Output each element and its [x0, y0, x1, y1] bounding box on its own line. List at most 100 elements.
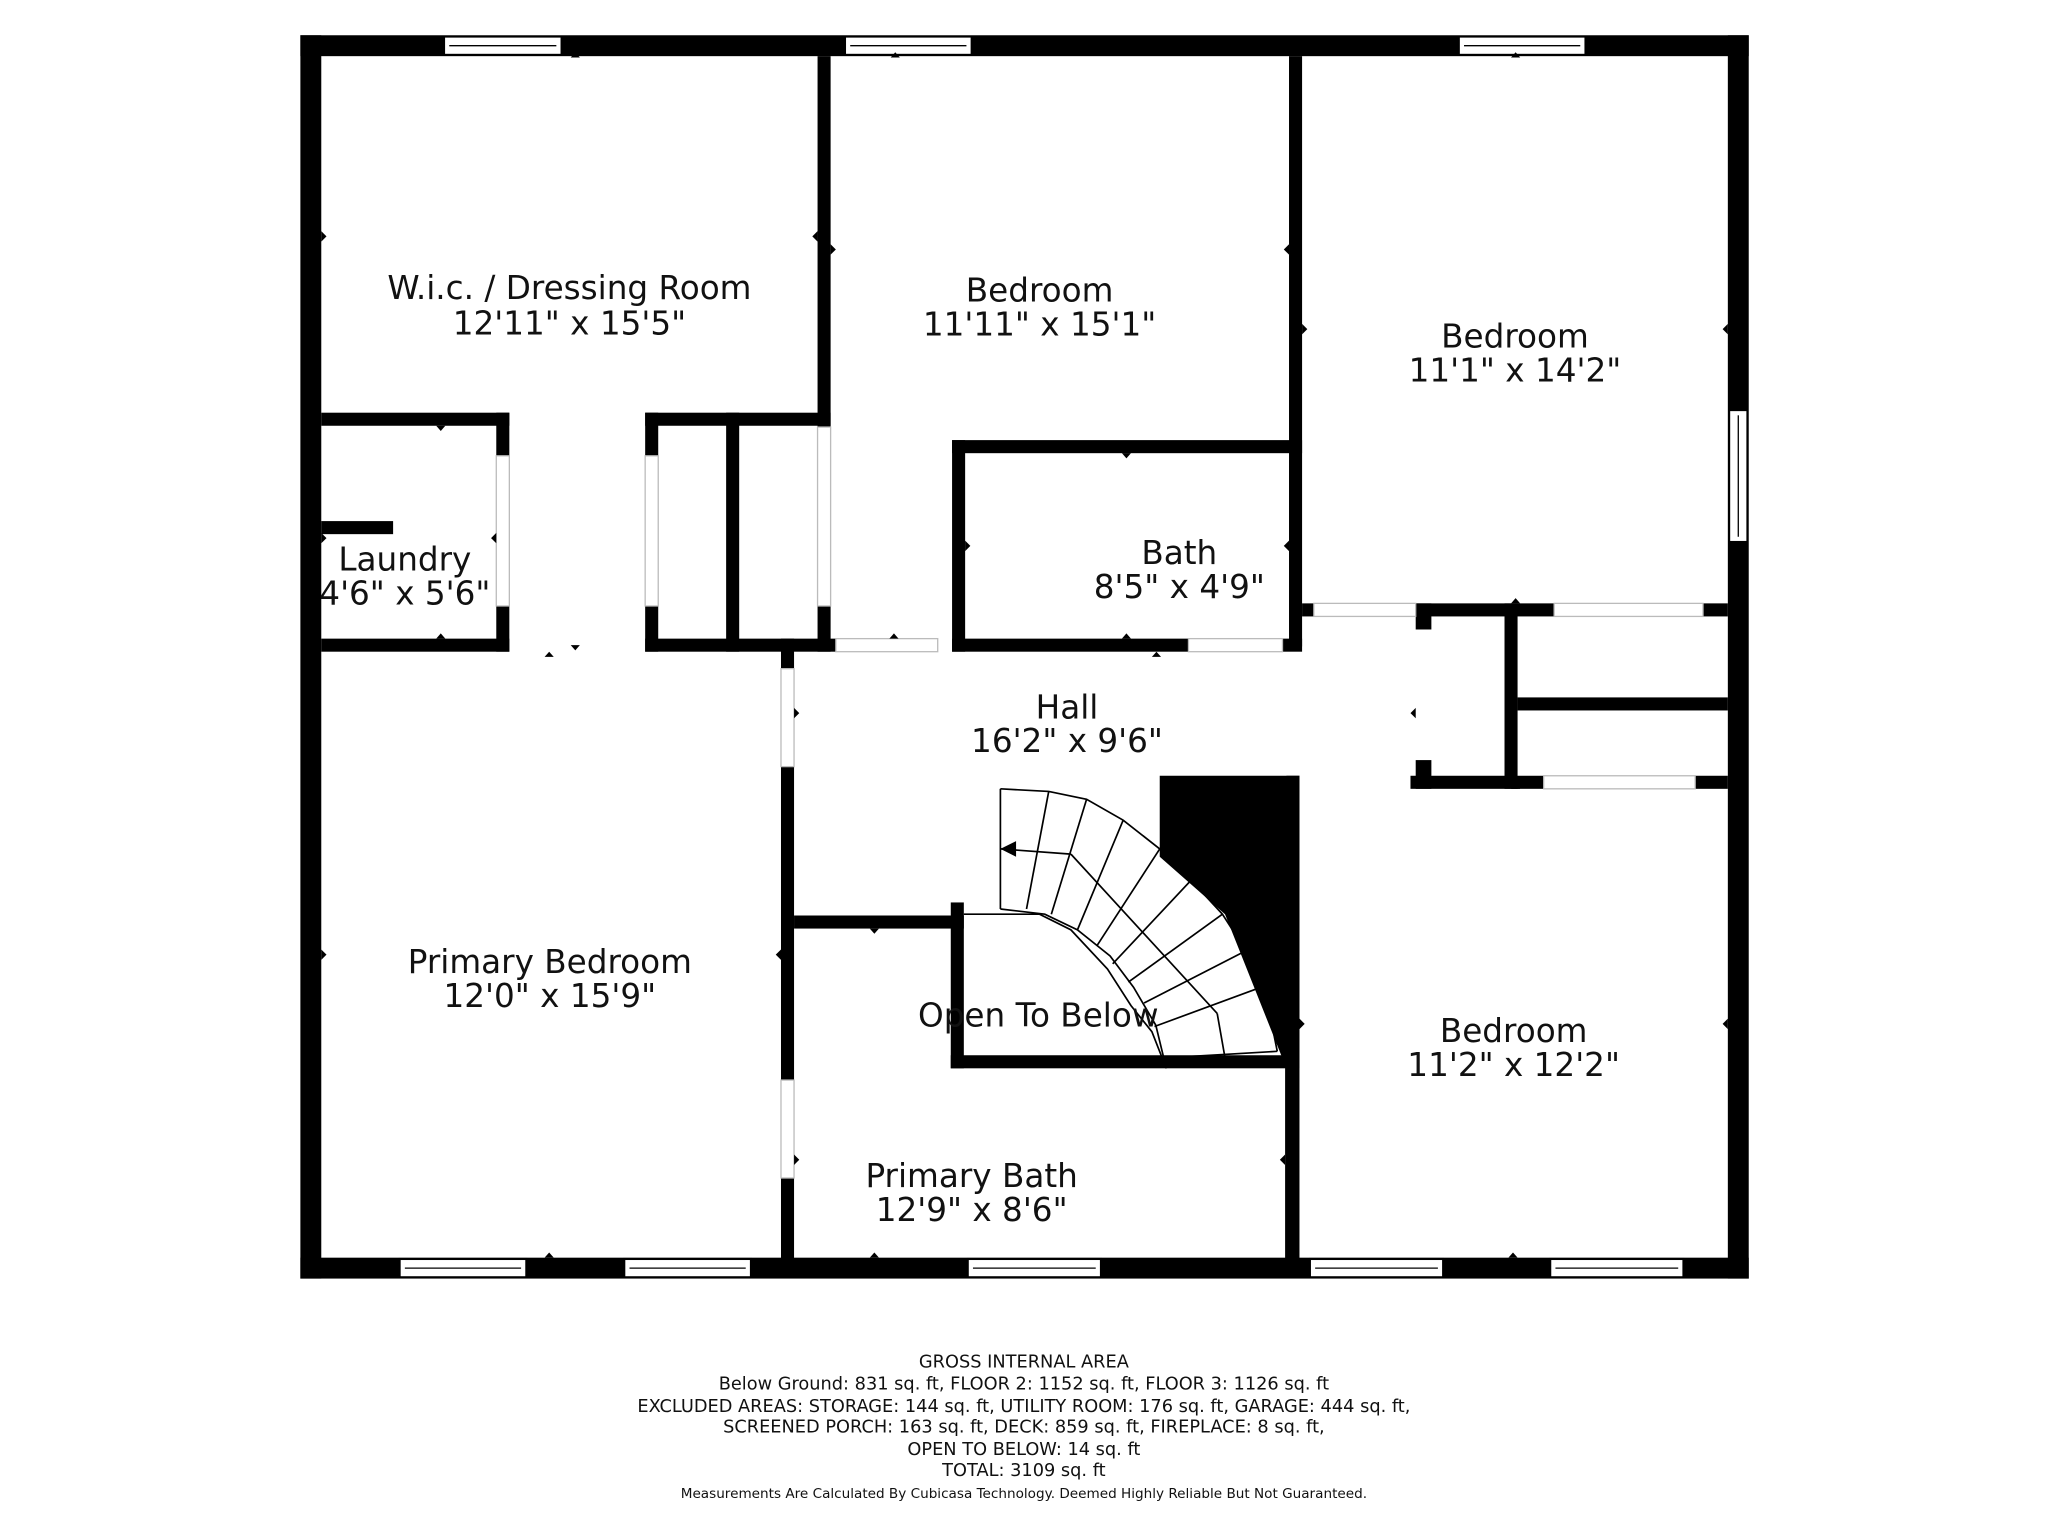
marker: [1722, 323, 1728, 335]
marker: [436, 633, 446, 639]
room-bath-name: Bath: [1141, 534, 1217, 572]
window-bedroom-se-1: [1308, 1257, 1445, 1279]
stair-tread-3: [1076, 819, 1124, 931]
marker: [1722, 1018, 1728, 1030]
wall-bedroom-divider: [1289, 56, 1303, 647]
marker: [544, 1252, 554, 1258]
wall-closet-middle: [726, 412, 740, 652]
room-primary-bath-name: Primary Bath: [865, 1157, 1077, 1195]
room-labels: W.i.c. / Dressing Room 12'11" x 15'5" Be…: [319, 269, 1621, 1229]
footer-line: OPEN TO BELOW: 14 sq. ft: [907, 1440, 1140, 1460]
wall-open-west: [950, 902, 964, 1069]
marker: [1121, 633, 1131, 639]
wall-laundry-bottom: [321, 638, 510, 652]
marker: [1283, 244, 1290, 255]
window-bedroom-ne-north: [1457, 35, 1587, 56]
wall-closet-left-top: [645, 412, 659, 456]
window-primary-bedroom-2: [623, 1257, 752, 1279]
wall-closet-east-shelf: [1517, 697, 1728, 711]
opening-primary-bath-west: [780, 1079, 795, 1179]
marker: [1302, 323, 1308, 335]
marker: [1511, 52, 1521, 58]
marker: [965, 540, 971, 552]
room-wic-dims: 12'11" x 15'5": [453, 304, 686, 342]
footer-line: TOTAL: 3109 sq. ft: [941, 1461, 1105, 1481]
room-laundry-name: Laundry: [338, 541, 471, 579]
window-primary-bath: [966, 1257, 1103, 1279]
wall-closet-east-west-top: [1415, 603, 1432, 630]
marker: [794, 707, 800, 719]
opening-closet-east-top: [1553, 602, 1704, 618]
stair-tread-2: [1050, 799, 1088, 915]
window-bedroom-ne-east: [1728, 409, 1749, 544]
stair-tread-4: [1096, 848, 1161, 947]
room-bedroom-center-dims: 11'11" x 15'1": [923, 306, 1156, 344]
marker: [1121, 453, 1131, 459]
room-bedroom-se-dims: 11'2" x 12'2": [1407, 1046, 1620, 1084]
wall-bath-top: [952, 440, 1303, 454]
footer-line: Below Ground: 831 sq. ft, FLOOR 2: 1152 …: [719, 1375, 1329, 1395]
marker: [869, 928, 879, 934]
stair-railing: [963, 913, 1168, 1069]
marker: [1151, 651, 1162, 657]
wall-wic-east: [817, 56, 831, 428]
stair-mid-line-2: [1070, 853, 1218, 1015]
window-bedroom-center: [843, 35, 973, 56]
room-laundry-dims: 4'6" x 5'6": [319, 575, 490, 613]
footer-line: EXCLUDED AREAS: STORAGE: 144 sq. ft, UTI…: [637, 1397, 1410, 1417]
opening-closet-left: [644, 455, 659, 607]
stair-tread-8: [1154, 985, 1265, 1028]
opening-bedroom-hall: [835, 637, 939, 653]
room-primary-bedroom-dims: 12'0" x 15'9": [443, 977, 656, 1015]
wall-laundry-east-top: [496, 412, 510, 456]
marker: [794, 1154, 800, 1165]
stair-outer-edge: [1000, 787, 1279, 1052]
window-wic: [442, 35, 563, 56]
marker: [491, 532, 497, 544]
wall-hall-west-top: [780, 638, 795, 669]
wall-hall-west-mid: [780, 766, 795, 1081]
opening-ne-bedroom-hall: [1313, 602, 1417, 618]
marker: [1410, 707, 1416, 719]
footer-line: SCREENED PORCH: 163 sq. ft, DECK: 859 sq…: [723, 1418, 1325, 1438]
marker: [570, 645, 580, 651]
marker: [775, 949, 781, 960]
stair-tread-5: [1112, 879, 1192, 965]
room-primary-bath-dims: 12'9" x 8'6": [876, 1191, 1068, 1229]
windows: [398, 35, 1749, 1279]
wall-east: [1727, 35, 1749, 1279]
wall-closet-east-bottom-right: [1695, 775, 1728, 789]
marker: [1299, 1018, 1305, 1030]
room-hall-dims: 16'2" x 9'6": [971, 722, 1163, 760]
wall-north: [300, 35, 1749, 57]
wall-closet-east-top: [1415, 603, 1555, 617]
wall-closet-bottom: [645, 638, 836, 652]
stair-void: [1159, 775, 1300, 1069]
marker: [830, 244, 836, 255]
room-bedroom-ne-dims: 11'1" x 14'2": [1409, 351, 1622, 389]
marker: [889, 633, 899, 639]
marker: [321, 949, 327, 960]
window-primary-bedroom-1: [398, 1257, 528, 1279]
opening-closet-right: [816, 426, 832, 607]
wall-north-bedroom-bottom-left: [1302, 603, 1314, 617]
opening-hall-west: [780, 668, 795, 768]
room-bedroom-se-name: Bedroom: [1440, 1012, 1588, 1050]
marker: [436, 425, 446, 431]
marker: [321, 532, 327, 544]
footer-line: GROSS INTERNAL AREA: [919, 1352, 1129, 1372]
wall-open-bottom: [950, 1055, 1288, 1069]
marker: [1283, 540, 1290, 552]
opening-laundry: [495, 455, 510, 607]
marker: [869, 1252, 879, 1258]
wall-laundry-top: [321, 412, 510, 426]
room-primary-bedroom-name: Primary Bedroom: [408, 943, 692, 981]
wall-closet-east-top-right: [1703, 603, 1728, 617]
marker: [1511, 598, 1521, 604]
room-bath-dims: 8'5" x 4'9": [1094, 568, 1265, 606]
stair-direction-arrow: [1000, 841, 1017, 857]
marker: [1279, 1154, 1286, 1165]
marker: [1508, 1252, 1518, 1258]
stair-tread-6: [1127, 913, 1223, 983]
